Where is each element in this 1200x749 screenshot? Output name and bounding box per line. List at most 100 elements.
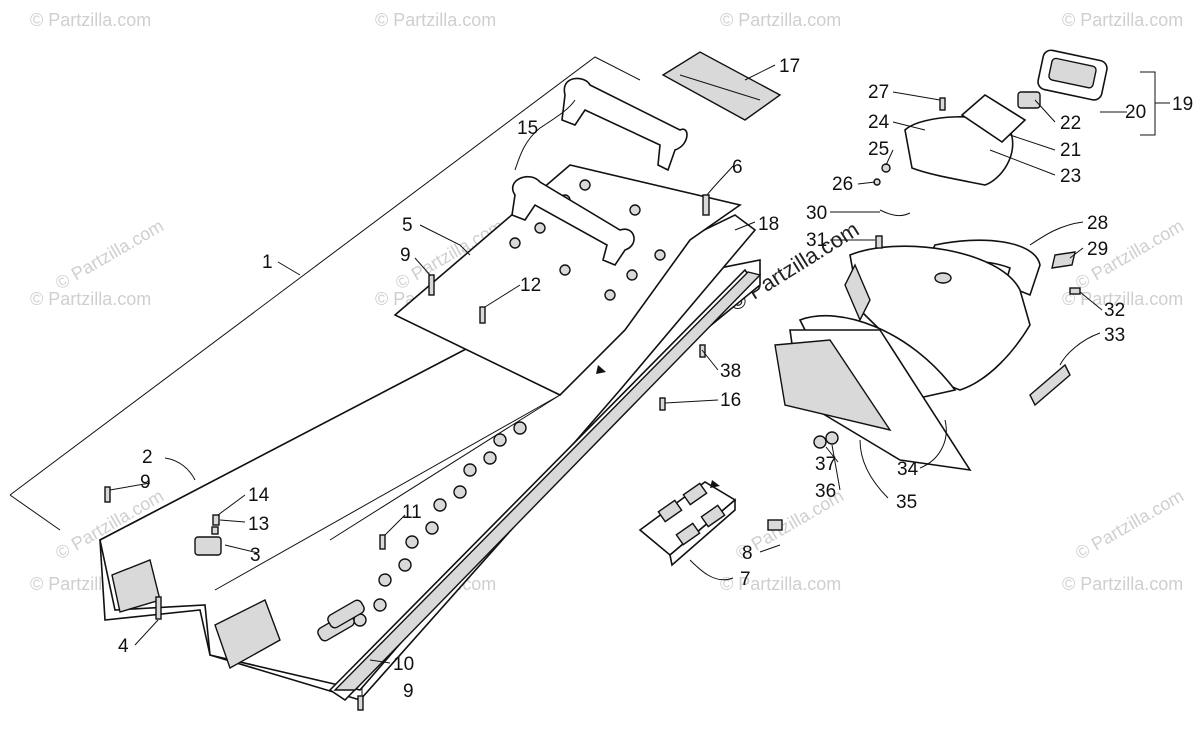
snowflap-panel (774, 339, 892, 432)
callout-11: 11 (402, 502, 422, 523)
callout-36: 36 (815, 481, 836, 502)
decal-plate (661, 51, 782, 121)
watermark-text: © Partzilla.com (1062, 574, 1183, 594)
callout-29: 29 (1087, 239, 1108, 260)
taillight-housing (904, 116, 1014, 186)
callout-37: 37 (815, 454, 836, 475)
tunnel-cutout-side (214, 599, 281, 670)
callout-9-upper: 9 (400, 245, 411, 266)
callout-19: 19 (1172, 94, 1193, 115)
watermark-text: © Partzilla.com (1072, 485, 1187, 563)
grab-handle-upper (561, 77, 688, 172)
callout-17: 17 (779, 56, 800, 77)
fasteners (104, 97, 1081, 711)
watermark-text: © Partzilla.com (375, 10, 496, 30)
screw-16 (659, 397, 666, 411)
screw-32 (1069, 287, 1081, 295)
tunnel-vent-slot (327, 599, 365, 629)
callout-8: 8 (742, 543, 753, 564)
direction-arrow (710, 480, 720, 488)
bracket-clip (194, 536, 222, 556)
screw-14 (212, 514, 220, 526)
callout-9-left: 9 (140, 472, 151, 493)
watermark-text: © Partzilla.com (720, 10, 841, 30)
callout-21: 21 (1060, 140, 1081, 161)
callout-18: 18 (758, 214, 779, 235)
callout-labels: 1 2 3 4 5 6 7 8 9 9 9 10 11 12 13 14 15 … (118, 56, 1193, 702)
screw-9-upper (428, 274, 435, 296)
callout-27: 27 (868, 82, 889, 103)
callout-35: 35 (896, 492, 917, 513)
skid-plate (638, 481, 737, 567)
callout-15: 15 (517, 118, 538, 139)
housing-mount-hole (934, 272, 952, 284)
screw-27 (939, 97, 946, 111)
callout-34: 34 (897, 459, 919, 480)
callout-6: 6 (732, 157, 743, 178)
screw-9-left (104, 486, 111, 503)
callout-38: 38 (720, 361, 741, 382)
grab-handles (511, 77, 688, 266)
skid-plate-fastener (767, 519, 783, 531)
assembly-bracket-line (9, 494, 61, 531)
callout-3: 3 (250, 545, 261, 566)
callout-28: 28 (1087, 213, 1108, 234)
callout-9-bottom: 9 (403, 681, 414, 702)
watermark-text: © Partzilla.com (30, 10, 151, 30)
callout-26: 26 (832, 174, 853, 195)
washer-36 (825, 431, 839, 445)
watermark-text: © Partzilla.com (1062, 289, 1183, 309)
callout-16: 16 (720, 390, 741, 411)
housing-side-panel (844, 263, 871, 322)
taillight-socket (1017, 91, 1041, 109)
assembly-bracket-line (9, 56, 641, 496)
callout-25: 25 (868, 139, 889, 160)
tunnel-cooler-holes (353, 421, 527, 627)
taillight (960, 49, 1108, 144)
callout-7: 7 (740, 569, 751, 590)
callout-4: 4 (118, 636, 129, 657)
taillight-gasket (960, 94, 1027, 144)
trim-piece (879, 209, 911, 217)
reflector-strip (1029, 363, 1071, 407)
screw-6 (702, 194, 710, 216)
callout-1: 1 (262, 252, 273, 273)
watermark-text: © Partzilla.com (30, 289, 151, 309)
nut-12 (479, 306, 486, 324)
watermark-text: © Partzilla.com (720, 574, 841, 594)
callout-12: 12 (520, 275, 541, 296)
tunnel-crease-line (214, 394, 561, 591)
callout-10: 10 (393, 654, 414, 675)
taillight-bulb-area (1048, 57, 1097, 89)
callout-31: 31 (806, 230, 827, 251)
callout-5: 5 (402, 215, 413, 236)
rivet-11 (379, 534, 386, 550)
callout-23: 23 (1060, 166, 1081, 187)
callout-32: 32 (1104, 300, 1125, 321)
tunnel (99, 164, 762, 702)
callout-2: 2 (142, 447, 153, 468)
callout-20: 20 (1125, 102, 1146, 123)
screw-9-bottom (357, 695, 364, 711)
leader-lines (109, 64, 1170, 696)
direction-arrow (596, 365, 606, 374)
tunnel-crease-line (329, 394, 561, 541)
decal (661, 51, 782, 121)
watermark-text: © Partzilla.com (1062, 10, 1183, 30)
nut-25 (881, 163, 891, 173)
screw-31 (875, 235, 883, 249)
side-reflector (1051, 251, 1076, 269)
callout-14: 14 (248, 485, 270, 506)
rear-bumper-assembly (774, 116, 1076, 472)
callout-33: 33 (1104, 325, 1125, 346)
watermark-text: © Partzilla.com (52, 215, 167, 293)
nut-37 (813, 435, 827, 449)
callout-13: 13 (248, 514, 269, 535)
tunnel-crease-line (394, 314, 561, 396)
callout-24: 24 (868, 112, 890, 133)
decal-logo-line (679, 74, 761, 101)
callout-22: 22 (1060, 113, 1081, 134)
tunnel-rail-strip (333, 271, 762, 691)
